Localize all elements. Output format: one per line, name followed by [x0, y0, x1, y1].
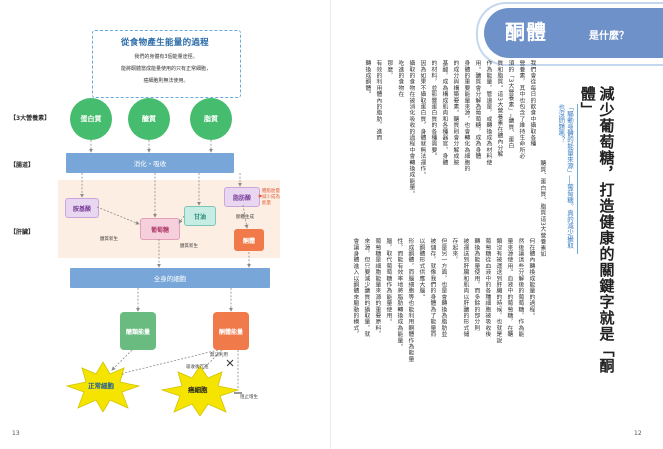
note-absorb: 吸收後冗進: [186, 365, 209, 370]
note-gluconeogenesis: 醣質新生: [100, 237, 118, 242]
body-column: 醣質、蛋白質、脂質這3大營養素如: [538, 160, 545, 258]
note-fat-storage: 體脂肪量減少成為能量: [262, 189, 280, 206]
note-proliferation: 阻止增生: [240, 395, 258, 400]
body-column: 類沒有被運送到肝臟的時候，也就是說: [494, 238, 501, 344]
page-number-right: 12: [634, 430, 642, 437]
body-column: 用。醣質會分解為葡萄糖，成為身體: [473, 60, 480, 160]
nutrient-carbohydrate: 醣質: [128, 98, 170, 140]
body-column: 被運送到肝臟和肌肉以肝醣的形式儲: [461, 238, 468, 338]
body-column: 葡萄糖從血液中的各種細胞被吸收後: [483, 238, 490, 338]
label-liver: 【肝臟】: [10, 229, 35, 236]
summary-box: [92, 30, 241, 98]
summary-line: 癌細胞則無法使用。: [143, 78, 189, 84]
pull-quote: 「驅動身體的能量來源」──葡萄糖。真的減少攝取也沒問題嗎？: [556, 104, 578, 254]
node-glucose: 葡萄糖: [140, 218, 180, 240]
body-column: 我們會從每日的飲食中攝取各種: [528, 60, 535, 147]
body-column: 腦，取代葡萄糖作為能量使用。: [384, 238, 391, 325]
body-column: 何在體內轉換成能量的過程。: [527, 238, 534, 319]
cancer-cell-label: 癌細胞: [188, 386, 208, 394]
summary-line: 我們的身體有3個能量途徑。: [134, 54, 198, 60]
body-column: 有效的利用體內的脂肪，進而: [374, 60, 381, 141]
normal-cell-burst: [65, 361, 141, 412]
body-column: 存起來，: [450, 238, 457, 263]
node-ketone-energy: 酮體能量: [213, 312, 249, 350]
cancer-cell-burst: [160, 365, 240, 416]
node-ketone: 酮體: [234, 229, 264, 251]
nutrient-protein: 蛋白質: [70, 98, 112, 140]
body-column: 質和脂質。這3大營養素在體內分解: [495, 60, 502, 158]
body-column: 以酮體形式供應大腦。: [417, 238, 424, 300]
body-column: 身體的重要能量來源，也會轉化為細胞的: [462, 60, 469, 172]
body-column: 轉換為能量使用，而多餘的部分則: [472, 238, 479, 331]
node-glucose-energy: 醣類能量: [120, 312, 156, 350]
body-column: 的材料，並影響蛋白質的各種需要。: [429, 60, 436, 160]
body-column: 但是另一方面，也是會轉換為脂肪並: [439, 238, 446, 338]
body-column: 吃進的食物在: [396, 60, 403, 98]
label-nutrients: 【3大營養素】: [10, 115, 51, 122]
body-column: 形成酮體，而腦細胞等也能利用酮體作為能量: [406, 238, 413, 362]
nutrient-fat: 脂質: [190, 98, 232, 140]
note-no-use: 無法利用: [210, 353, 228, 358]
right-page: [331, 0, 663, 449]
body-column: 被儲存，就像我們的身體為了能量而: [428, 238, 435, 338]
title-banner: [484, 8, 663, 58]
digestion-bar: 消化・吸收: [66, 153, 234, 173]
node-fatty-acid: 脂肪酸: [224, 187, 260, 207]
body-cells-bar: 全身的細胞: [70, 268, 270, 288]
body-column: 那麼，: [385, 60, 392, 79]
body-column: 然後讓這些分解後的葡萄糖，作為能: [516, 238, 523, 338]
page-number-left: 13: [12, 430, 20, 437]
page-title: 酮體: [505, 20, 547, 44]
summary-box-title: 從食物產生能量的過程: [120, 38, 209, 48]
body-column: 會讓身體進入以酮體來驅動的模式，: [351, 238, 358, 338]
body-column: 作為能量，管道是，或轉換成為材料使: [484, 60, 491, 166]
flow-arrows: [80, 140, 263, 394]
body-column: 葡萄糖是細胞能量來源的重要原料，: [373, 238, 380, 338]
headline: 減少葡萄糖，打造健康的關鍵字就是「酮體」: [578, 86, 616, 374]
body-column: 因為如果不攝取蛋白質，身體就無法運作。: [418, 60, 425, 178]
body-column: 轉換成酮體。: [363, 60, 370, 98]
note-gluconeogenesis: 醣質新生: [180, 244, 198, 249]
body-column: 來源，但只要減少醣質的攝取量，就: [362, 238, 369, 338]
title-ring-decoration: [476, 2, 663, 66]
page-title-suffix: 是什麼？: [589, 31, 629, 42]
body-column: 性，而能有效率地將脂肪轉換成為能量。: [395, 238, 402, 350]
body-column: 營養素，其中也包含了維持生命所必: [517, 60, 524, 160]
node-glycerol: 甘油: [184, 206, 216, 226]
body-column: 量來源使用。血液中的葡萄糖，在醣: [505, 238, 512, 338]
body-column: 基酸，成為構成肌肉和各種器官、身體: [440, 60, 447, 166]
body-column: 須的「3大營養素」─醣質、蛋白: [506, 60, 513, 149]
label-gut: 【腸道】: [10, 162, 35, 169]
normal-cell-label: 正常細胞: [88, 382, 114, 390]
body-column: 攝取的食物在被消化吸收的過程中會轉換成能量。: [407, 60, 414, 197]
body-column: 的成分與構築要素。醣質則會分解成胺: [451, 60, 458, 166]
summary-line: 能將酮體當成能量使用的只有正常細胞，: [120, 66, 211, 72]
